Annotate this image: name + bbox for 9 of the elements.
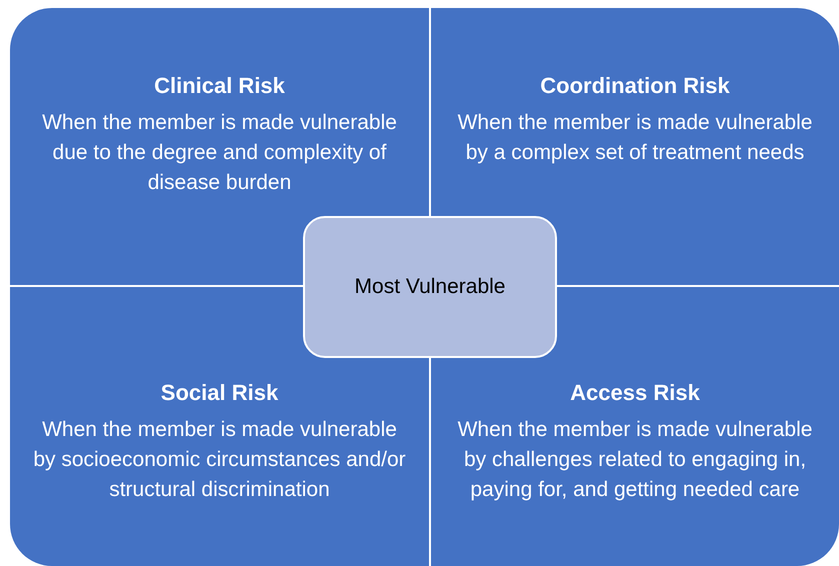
panel-description: When the member is made vulnerable due to the degree and complexity of disease burden: [41, 110, 398, 196]
panel-heading: Coordination Risk: [540, 72, 730, 100]
panel-heading: Clinical Risk: [154, 72, 285, 100]
panel-description: When the member is made vulnerable by socioeconomic circumstances and/or structural discrimination: [32, 417, 407, 503]
center-box: Most Vulnerable: [303, 216, 557, 358]
panel-heading: Access Risk: [570, 379, 700, 407]
panel-description: When the member is made vulnerable by challenges related to engaging in, paying for, and getting needed care: [456, 417, 814, 503]
panel-heading: Social Risk: [160, 379, 278, 407]
panel-description: When the member is made vulnerable by a complex set of treatment needs: [456, 110, 814, 166]
